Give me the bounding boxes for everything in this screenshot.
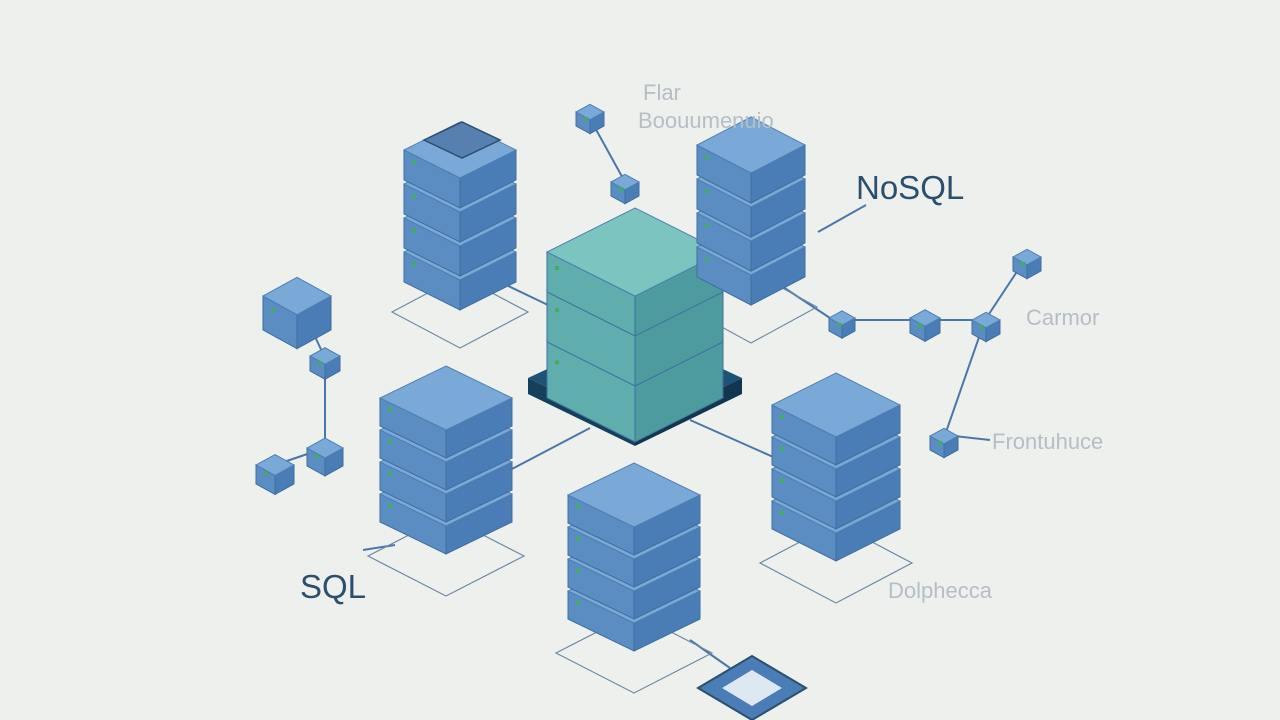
cube-top-1 xyxy=(574,103,606,135)
server-stack-bottom-unit-1-led xyxy=(576,504,580,509)
central-server-lower-led xyxy=(555,360,559,365)
server-stack-bottom-unit-1 xyxy=(566,462,702,556)
server-stack-top-right-unit-2-led xyxy=(705,189,709,194)
label-bottom-right: Dolphecca xyxy=(888,578,993,603)
central-server-top-top-face xyxy=(545,207,725,297)
bottom-tag-tile xyxy=(696,654,808,720)
cube-left-2 xyxy=(308,347,342,381)
server-stack-right-unit-1-top-face xyxy=(770,372,902,438)
server-stack-right xyxy=(770,372,902,562)
server-stack-bottom-unit-2-led xyxy=(576,536,580,541)
diagram-shapes xyxy=(254,103,1043,720)
server-stack-top-right xyxy=(695,116,807,306)
server-stack-left-unit-4-led xyxy=(388,503,392,508)
server-stack-top-right-unit-4-led xyxy=(705,257,709,262)
connector-nosql xyxy=(817,204,867,233)
server-stack-left-unit-1 xyxy=(378,365,514,459)
bottom-tag-inner xyxy=(722,670,782,706)
server-stack-bottom-unit-3-led xyxy=(576,568,580,573)
connector-l-center xyxy=(509,427,591,471)
cube-left-3 xyxy=(305,437,345,477)
cube-left-4-led xyxy=(264,471,268,476)
central-server-middle-led xyxy=(555,308,559,313)
server-stack-top-right-unit-1-led xyxy=(705,155,709,160)
cube-right-2-led xyxy=(918,323,922,328)
cube-left-2-led xyxy=(318,361,322,366)
cube-left-large xyxy=(261,276,333,350)
server-stack-right-unit-1-led xyxy=(780,414,784,419)
central-server-top-led xyxy=(555,266,559,270)
server-stack-right-unit-2-led xyxy=(780,446,784,451)
cube-right-3-top-face xyxy=(970,311,1002,329)
cube-left-2-top-face xyxy=(308,347,342,365)
server-stack-right-unit-4-led xyxy=(780,510,784,515)
cube-right-4-led xyxy=(1021,261,1025,266)
connector-right-down xyxy=(944,319,986,436)
server-stack-bottom-unit-1-top-face xyxy=(566,462,702,528)
chip-icon xyxy=(422,121,502,159)
cube-right-1 xyxy=(827,310,857,339)
cube-right-1-top-face xyxy=(827,310,857,326)
cube-right-4 xyxy=(1011,248,1043,280)
cube-right-2 xyxy=(908,309,942,343)
cube-left-large-top-face xyxy=(261,276,333,316)
cube-top-2 xyxy=(609,173,641,205)
cube-right-4-top-face xyxy=(1011,248,1043,266)
label-sql: SQL xyxy=(300,568,366,605)
cube-top-2-led xyxy=(619,186,623,191)
server-stack-bottom xyxy=(566,462,702,652)
cube-left-large-led xyxy=(271,307,275,312)
server-stack-top-left-unit-1-led xyxy=(412,160,416,165)
server-stack-top-left-unit-4-led xyxy=(412,262,416,267)
server-stack-left-unit-2-led xyxy=(388,439,392,444)
label-top-line1: Flar xyxy=(643,80,681,105)
connector-sql xyxy=(362,544,396,551)
server-stack-top-left-unit-2-led xyxy=(412,194,416,199)
cube-right-1-led xyxy=(837,322,841,327)
server-stack-left xyxy=(378,365,514,555)
cube-right-5 xyxy=(928,427,960,459)
server-stack-left-unit-1-top-face xyxy=(378,365,514,431)
cube-right-3-led xyxy=(980,324,984,329)
server-stack-right-unit-1 xyxy=(770,372,902,466)
cube-left-4 xyxy=(254,453,296,496)
cube-top-1-led xyxy=(584,116,588,121)
cube-right-2-top-face xyxy=(908,309,942,327)
label-right-mid: Carmor xyxy=(1026,305,1099,330)
server-stack-right-unit-3-led xyxy=(780,478,784,483)
cube-left-4-top-face xyxy=(254,453,296,477)
label-nosql: NoSQL xyxy=(856,169,964,206)
cube-left-3-top-face xyxy=(305,437,345,459)
server-stack-bottom-unit-4-led xyxy=(576,600,580,605)
cube-right-5-led xyxy=(938,440,942,445)
server-stack-top-left-unit-3-led xyxy=(412,228,416,233)
server-stack-top-right-unit-3-led xyxy=(705,223,709,228)
cube-top-1-top-face xyxy=(574,103,606,121)
label-top-line2: Boouumenuio xyxy=(638,108,774,133)
server-stack-left-unit-1-led xyxy=(388,407,392,412)
cube-top-2-top-face xyxy=(609,173,641,191)
connector-r-center xyxy=(689,419,781,461)
server-stack-top-right-unit-1 xyxy=(695,116,807,204)
connector-tr-center xyxy=(779,284,831,319)
server-stack-left-unit-3-led xyxy=(388,471,392,476)
cube-left-3-led xyxy=(315,454,319,459)
server-stack-top-right-unit-1-top-face xyxy=(695,116,807,174)
cube-right-3 xyxy=(970,311,1002,343)
label-right-lower: Frontuhuce xyxy=(992,429,1103,454)
server-stack-top-left xyxy=(402,121,518,311)
cube-right-5-top-face xyxy=(928,427,960,445)
